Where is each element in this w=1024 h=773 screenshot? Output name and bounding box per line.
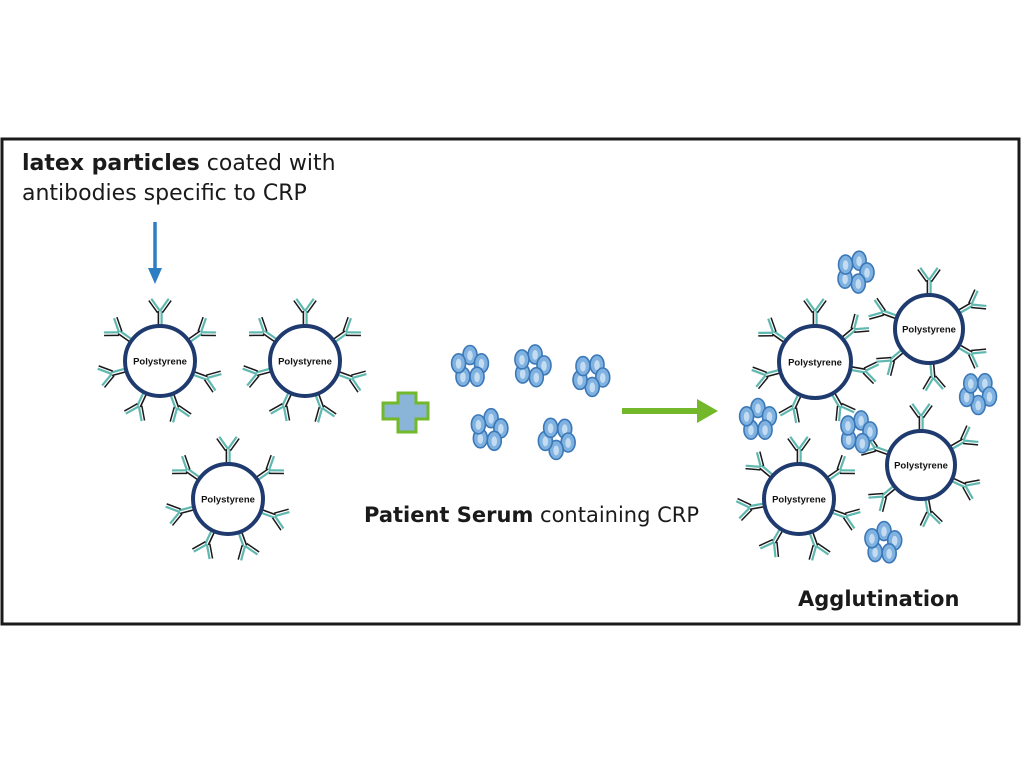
crp-pentamer-icon <box>538 418 575 459</box>
arrow-right-icon <box>622 399 718 423</box>
crp-subunit <box>452 354 466 373</box>
crp-subunit <box>841 416 855 435</box>
antibody-icon <box>910 404 932 431</box>
crp-pentamer-icon <box>740 399 777 440</box>
antibody-icon <box>746 452 774 478</box>
serum-caption-rest: containing CRP <box>533 503 699 527</box>
antibody-icon <box>98 366 127 388</box>
bead-label: Polystyrene <box>201 495 255 506</box>
crp-subunit <box>529 368 543 387</box>
bead-label: Polystyrene <box>278 357 332 368</box>
antibody-icon <box>876 350 904 376</box>
crp-subunit <box>544 418 558 437</box>
antibody-icon <box>736 499 765 521</box>
bead-label: Polystyrene <box>772 495 826 506</box>
crp-subunit <box>515 350 529 369</box>
crp-pentamer-icon <box>452 346 489 387</box>
crp-pentamer-icon <box>573 355 610 396</box>
crp-subunit <box>576 357 590 376</box>
antibody-icon <box>104 317 132 342</box>
antibody-icon <box>809 531 830 560</box>
antibody-icon <box>192 371 221 392</box>
bead-label: Polystyrene <box>902 325 956 336</box>
antibody-icon <box>188 317 216 342</box>
antibody-icon <box>950 426 979 450</box>
antibody-icon <box>804 299 826 326</box>
antibody-icon <box>192 530 214 559</box>
crp-subunit <box>855 434 869 453</box>
agglutination-caption: Agglutination <box>798 587 959 611</box>
antibody-icon <box>256 455 284 480</box>
antibody-icon <box>759 529 783 558</box>
antibody-icon <box>333 317 361 342</box>
crp-subunit <box>471 415 485 434</box>
crp-subunit <box>487 431 501 450</box>
antibody-icon <box>260 509 289 530</box>
crp-subunit <box>851 274 865 293</box>
bead-label: Polystyrene <box>894 461 948 472</box>
latex-caption-line2: antibodies specific to CRP <box>22 179 336 209</box>
antibody-icon <box>170 393 191 422</box>
serum-caption: Patient Serum containing CRP <box>364 503 699 527</box>
latex-caption-line1: latex particles coated with <box>22 149 336 179</box>
plus-icon <box>383 393 428 432</box>
antibody-icon <box>951 478 980 500</box>
antibody-icon <box>869 298 898 319</box>
antibody-icon <box>269 392 291 421</box>
antibody-icon <box>315 393 336 422</box>
crp-pentamer-icon <box>515 345 551 387</box>
antibody-icon <box>238 531 259 560</box>
latex-caption-rest: coated with <box>200 151 336 176</box>
antibody-icon <box>337 371 366 392</box>
antibody-icon <box>124 392 146 421</box>
serum-caption-bold: Patient Serum <box>364 503 533 527</box>
antibody-icon <box>172 455 200 480</box>
antibody-icon <box>920 498 942 527</box>
antibody-icon <box>958 345 987 369</box>
latex-caption: latex particles coated with antibodies s… <box>22 149 336 209</box>
antibody-icon <box>166 504 195 526</box>
antibody-icon <box>923 363 945 391</box>
antibody-icon <box>779 394 801 423</box>
antibody-icon <box>788 437 810 464</box>
crp-pentamer-icon <box>865 522 902 563</box>
crp-subunit <box>470 367 484 386</box>
antibody-icon <box>850 362 879 384</box>
antibody-icon <box>958 290 987 314</box>
antibody-icon <box>758 318 786 343</box>
agglutination-label: Agglutination <box>798 587 959 611</box>
crp-pentamer-icon <box>471 409 507 451</box>
antibody-icon <box>243 366 272 388</box>
crp-subunit <box>740 407 754 426</box>
crp-pentamer-icon <box>960 374 997 415</box>
antibody-icon <box>217 437 239 464</box>
crp-pentamer-icon <box>838 251 874 293</box>
antibody-icon <box>752 367 781 389</box>
bead-label: Polystyrene <box>133 357 187 368</box>
antibody-icon <box>827 455 855 480</box>
antibody-icon <box>842 314 870 340</box>
bead-label: Polystyrene <box>788 358 842 369</box>
latex-caption-bold: latex particles <box>22 151 200 176</box>
arrow-down-icon <box>148 222 162 284</box>
crp-subunit <box>882 544 896 563</box>
crp-subunit <box>865 529 879 548</box>
crp-subunit <box>758 420 772 439</box>
antibody-icon <box>831 509 860 530</box>
antibody-icon <box>294 299 316 326</box>
antibody-icon <box>149 299 171 326</box>
crp-pentamer-icon <box>841 411 877 453</box>
antibody-icon <box>868 486 896 512</box>
crp-subunit <box>964 374 978 393</box>
crp-subunit <box>839 255 853 274</box>
antibody-icon <box>249 317 277 342</box>
antibody-icon <box>918 268 940 295</box>
